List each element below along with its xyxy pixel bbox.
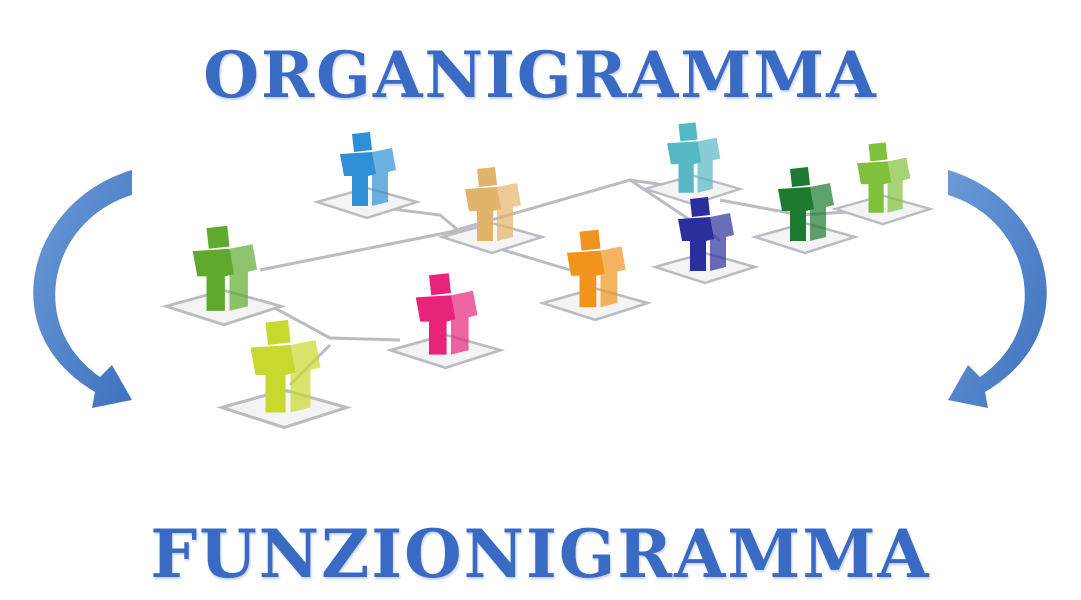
person-figure-green — [161, 225, 287, 327]
person-figure-lime-green — [831, 142, 935, 226]
person-figure-tan — [437, 167, 547, 255]
curved-arrow-right-icon — [948, 170, 1047, 408]
person-figure-navy — [650, 197, 760, 285]
person-figure-yellow-green — [216, 320, 353, 430]
person-figure-orange — [538, 229, 653, 322]
person-figure-blue — [312, 132, 422, 220]
person-figure-dark-green — [750, 167, 860, 255]
title-organigramma: ORGANIGRAMMA — [203, 38, 878, 113]
curved-arrow-left-icon — [33, 170, 132, 408]
person-figure-magenta — [385, 273, 506, 370]
title-funzionigramma: FUNZIONIGRAMMA — [150, 515, 931, 593]
person-figure-teal — [641, 122, 745, 206]
